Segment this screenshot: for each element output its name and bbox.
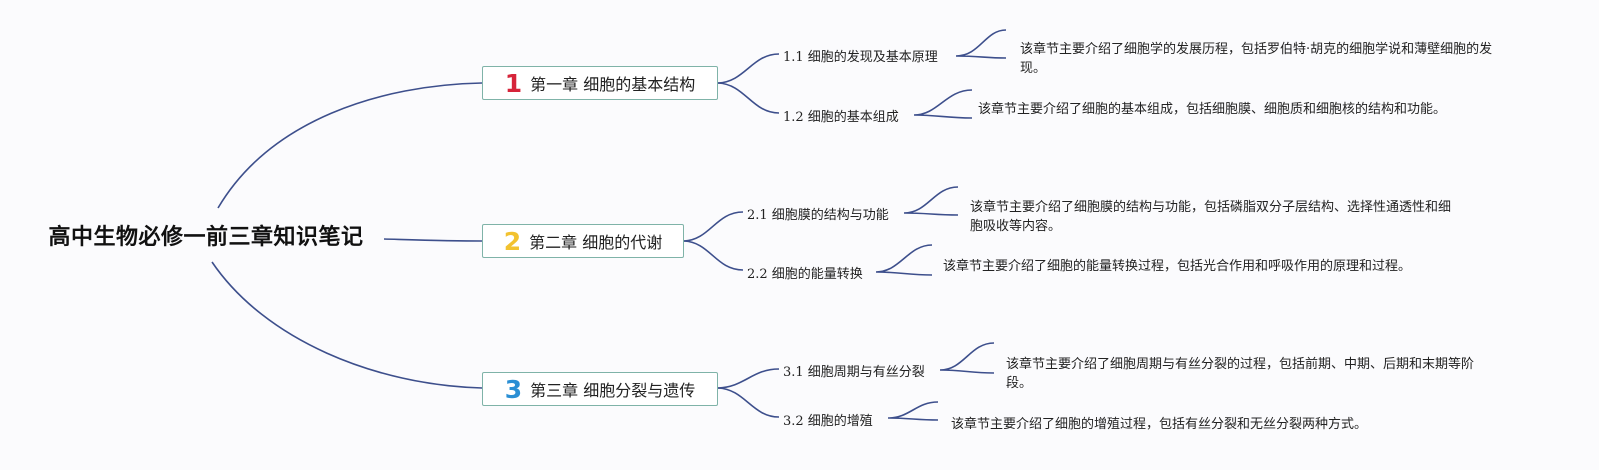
- root-to-chapter-3: [211, 261, 483, 389]
- section-desc-3-2[interactable]: 该章节主要介绍了细胞的增殖过程，包括有丝分裂和无丝分裂两种方式。: [951, 417, 1368, 432]
- chapter-label-2: 第二章 细胞的代谢: [529, 233, 663, 252]
- section-desc-2-1[interactable]: 该章节主要介绍了细胞膜的结构与功能，包括磷脂双分子层结构、选择性通透性和细胞吸收…: [970, 200, 1452, 234]
- sec31-to-desc: [939, 342, 995, 374]
- ch1-to-sec1: [717, 53, 780, 84]
- section-label: 细胞膜的结构与功能: [771, 208, 889, 223]
- ch3-to-sec1: [717, 368, 780, 389]
- chapter-number-2: 2: [503, 226, 522, 256]
- ch3-to-sec2: [717, 387, 780, 418]
- section-number: 1.1: [783, 50, 804, 65]
- section-desc-1-2[interactable]: 该章节主要介绍了细胞的基本组成，包括细胞膜、细胞质和细胞核的结构和功能。: [978, 102, 1447, 117]
- sec22-to-desc: [875, 244, 933, 276]
- root-topic[interactable]: 高中生物必修一前三章知识笔记: [28, 215, 384, 255]
- section-label: 细胞周期与有丝分裂: [807, 365, 925, 380]
- section-number: 1.2: [783, 110, 804, 125]
- section-desc-2-2[interactable]: 该章节主要介绍了细胞的能量转换过程，包括光合作用和呼吸作用的原理和过程。: [943, 259, 1412, 274]
- sec12-to-desc: [913, 89, 973, 119]
- chapter-topic-1[interactable]: 1 第一章 细胞的基本结构: [482, 66, 718, 100]
- sec32-to-desc: [887, 401, 939, 421]
- section-label: 细胞的基本组成: [807, 110, 899, 125]
- ch1-to-sec2: [717, 82, 780, 114]
- sec11-to-desc: [955, 29, 1007, 59]
- section-label: 细胞的增殖: [807, 414, 873, 429]
- root-to-chapter-2: [383, 238, 483, 242]
- chapter-label-3: 第三章 细胞分裂与遗传: [530, 381, 696, 400]
- sec21-to-desc: [903, 186, 959, 216]
- section-number: 2.2: [747, 267, 768, 282]
- chapter-number-3: 3: [504, 374, 523, 404]
- section-label: 细胞的发现及基本原理: [807, 50, 938, 65]
- section-number: 3.2: [783, 414, 804, 429]
- root-to-chapter-1: [217, 82, 483, 209]
- chapter-topic-3[interactable]: 3 第三章 细胞分裂与遗传: [482, 372, 718, 406]
- section-number: 2.1: [747, 208, 768, 223]
- section-label: 细胞的能量转换: [771, 267, 863, 282]
- section-desc-3-1[interactable]: 该章节主要介绍了细胞周期与有丝分裂的过程，包括前期、中期、后期和末期等阶段。: [1006, 357, 1475, 391]
- chapter-number-1: 1: [504, 68, 523, 98]
- section-number: 3.1: [783, 365, 804, 380]
- chapter-topic-2[interactable]: 2 第二章 细胞的代谢: [482, 224, 684, 258]
- section-desc-1-1[interactable]: 该章节主要介绍了细胞学的发展历程，包括罗伯特·胡克的细胞学说和薄壁细胞的发现。: [1020, 42, 1493, 76]
- chapter-label-1: 第一章 细胞的基本结构: [530, 75, 696, 94]
- ch2-to-sec2: [683, 240, 744, 271]
- ch2-to-sec1: [683, 211, 744, 242]
